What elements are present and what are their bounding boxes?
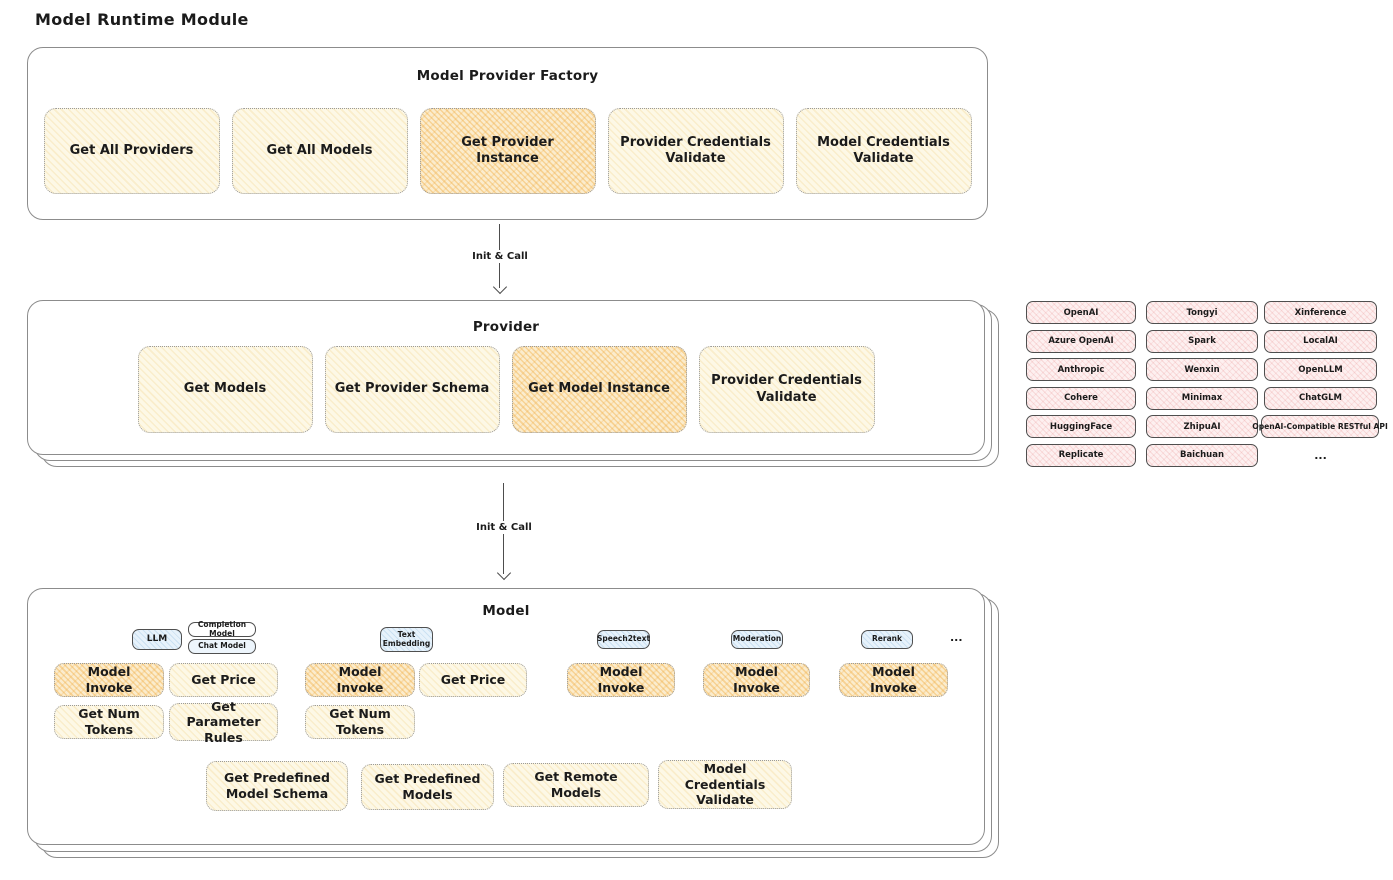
arrow-down-icon [496,565,511,581]
llm-get-num-tokens-button: Get Num Tokens [54,705,164,739]
provider-pill-replicate: Replicate [1026,443,1136,467]
provider-button-get-provider-schema: Get Provider Schema [324,346,500,433]
provider-pill-baichuan: Baichuan [1146,443,1258,467]
provider-button-get-models: Get Models [137,346,313,433]
chip-moderation: Moderation [731,630,783,649]
get-remote-models-button: Get Remote Models [503,763,649,807]
model-credentials-validate-button: Model Credentials Validate [658,760,792,809]
arrow-down-icon [492,279,507,295]
provider-pill-localai: LocalAI [1264,329,1377,353]
init-call-label-2: Init & Call [472,521,536,534]
provider-button-provider-credentials-validate: Provider Credentials Validate [698,346,875,433]
provider-pill-wenxin: Wenxin [1146,358,1258,381]
factory-button-get-all-providers: Get All Providers [43,108,220,194]
chip-rerank: Rerank [861,630,913,649]
provider-list-column-2: Tongyi Spark Wenxin Minimax ZhipuAI Baic… [1146,301,1258,467]
provider-button-get-model-instance: Get Model Instance [511,346,687,433]
provider-pill-tongyi: Tongyi [1146,301,1258,324]
rerank-model-invoke-button: Model Invoke [839,663,948,697]
model-chips-ellipsis: ... [950,631,963,644]
factory-button-row: Get All Providers Get All Models Get Pro… [28,108,987,194]
provider-pill-chatglm: ChatGLM [1264,386,1377,410]
diagram-title: Model Runtime Module [35,10,249,29]
provider-pill-openai: OpenAI [1026,301,1136,324]
provider-pill-openllm: OpenLLM [1264,358,1377,381]
llm-get-parameter-rules-button: Get Parameter Rules [169,699,278,745]
provider-title: Provider [472,319,540,335]
provider-pill-spark: Spark [1146,329,1258,353]
model-title: Model [482,603,530,619]
embedding-model-invoke-button: Model Invoke [305,663,415,697]
factory-title: Model Provider Factory [416,68,599,84]
embedding-get-num-tokens-button: Get Num Tokens [305,705,415,739]
provider-list-column-3: Xinference LocalAI OpenLLM ChatGLM OpenA… [1252,301,1388,467]
chip-speech2text: Speech2text [597,630,650,649]
model-provider-factory-box: Model Provider Factory Get All Providers… [27,47,988,220]
provider-pill-openai-compatible: OpenAI-Compatible RESTful API [1252,415,1388,438]
factory-button-provider-credentials-validate: Provider Credentials Validate [607,108,784,194]
moderation-model-invoke-button: Model Invoke [703,663,810,697]
factory-button-get-provider-instance: Get Provider Instance [419,108,596,194]
embedding-get-price-button: Get Price [419,663,527,697]
provider-button-row: Get Models Get Provider Schema Get Model… [28,346,984,433]
chip-completion-model: Completion Model [188,620,256,637]
chip-text-embedding: Text Embedding [380,627,433,652]
factory-button-get-all-models: Get All Models [231,108,408,194]
model-box: Model LLM Completion Model Chat Model Te… [27,588,985,845]
chip-chat-model: Chat Model [188,639,256,654]
provider-list-column-1: OpenAI Azure OpenAI Anthropic Cohere Hug… [1026,301,1136,467]
get-predefined-models-button: Get Predefined Models [361,764,494,810]
get-predefined-model-schema-button: Get Predefined Model Schema [206,761,348,811]
init-call-label-1: Init & Call [468,250,532,263]
llm-model-invoke-button: Model Invoke [54,663,164,697]
provider-box: Provider Get Models Get Provider Schema … [27,300,985,455]
speech2text-model-invoke-button: Model Invoke [567,663,675,697]
provider-pill-azure-openai: Azure OpenAI [1026,329,1136,353]
provider-pill-cohere: Cohere [1026,386,1136,410]
provider-pill-huggingface: HuggingFace [1026,415,1136,438]
provider-pill-zhipuai: ZhipuAI [1146,415,1258,438]
provider-list-ellipsis: ... [1314,448,1327,462]
provider-pill-anthropic: Anthropic [1026,358,1136,381]
llm-get-price-button: Get Price [169,663,278,697]
chip-llm: LLM [132,629,182,650]
provider-pill-minimax: Minimax [1146,386,1258,410]
provider-pill-xinference: Xinference [1264,301,1377,324]
factory-button-model-credentials-validate: Model Credentials Validate [795,108,972,194]
